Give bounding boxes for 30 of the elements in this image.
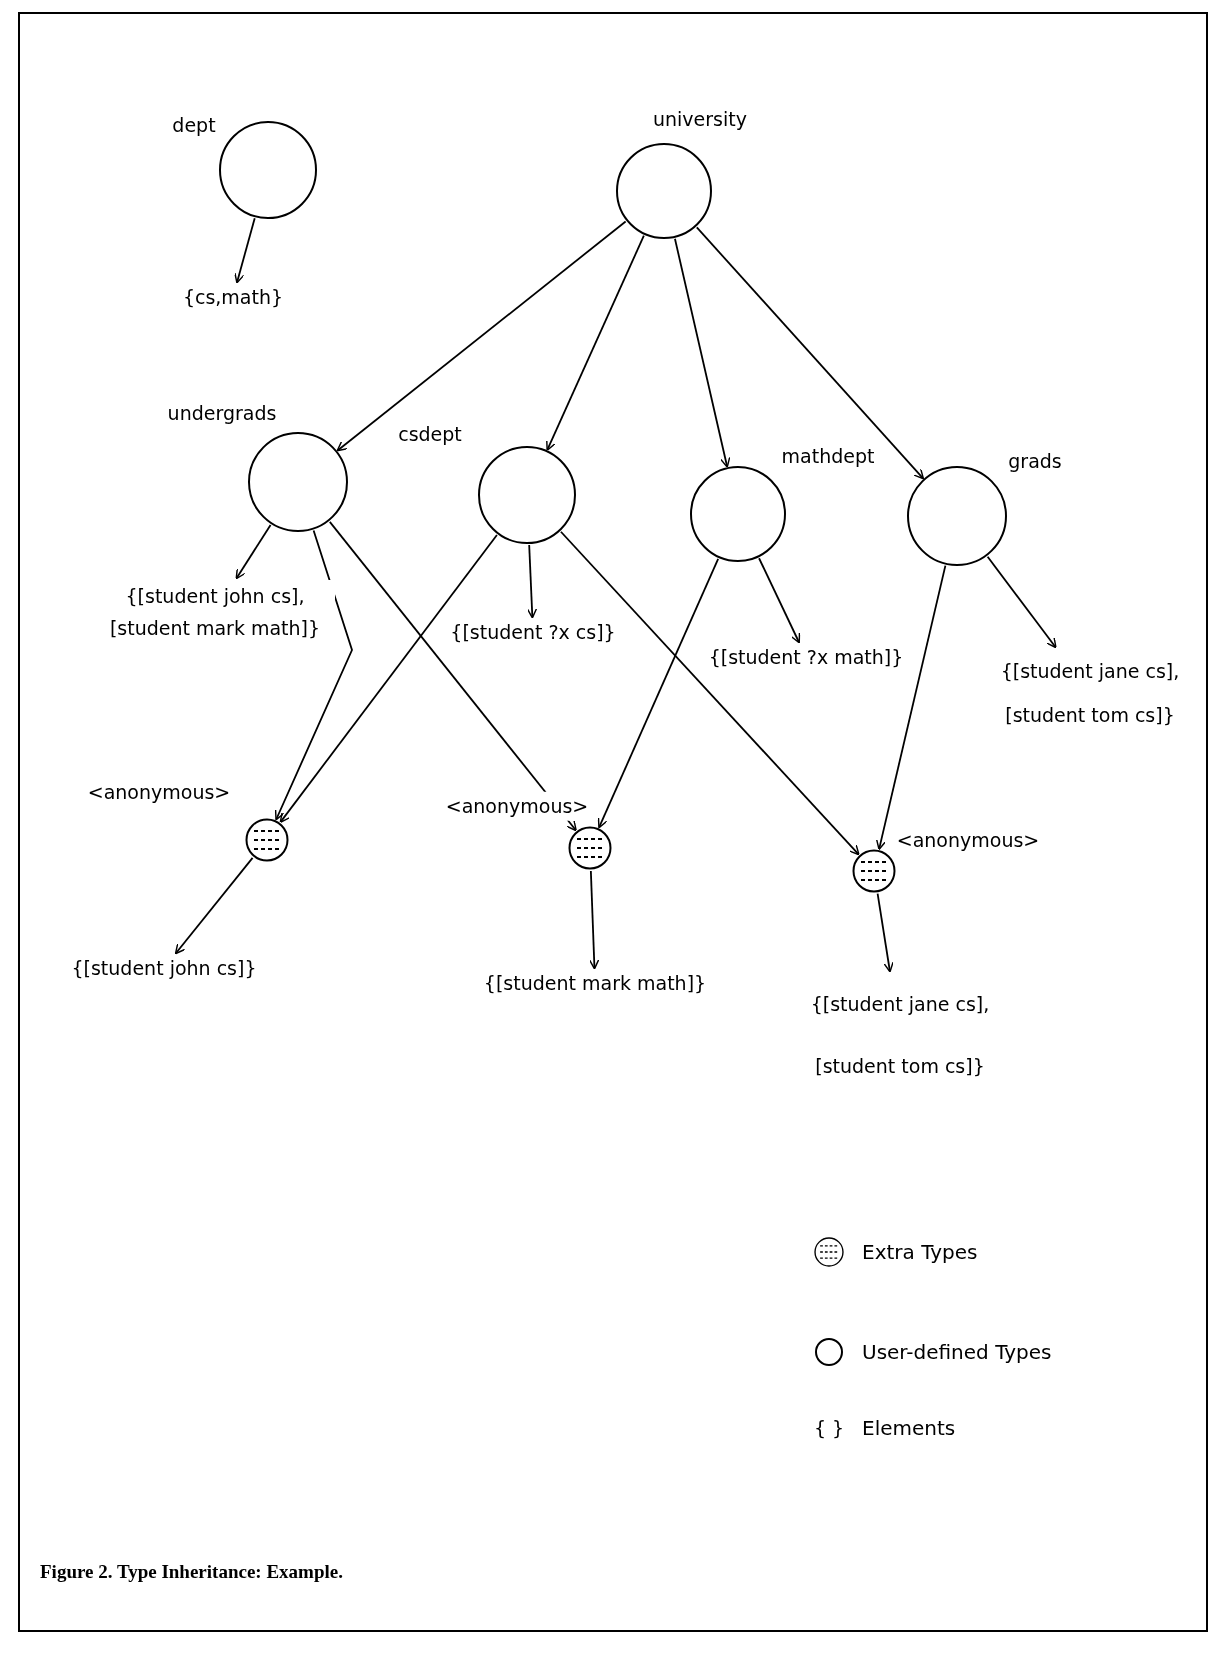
arrow: [876, 564, 947, 851]
figure-caption: Figure 2. Type Inheritance: Example.: [40, 1560, 343, 1584]
legend-text: User-defined Types: [862, 1339, 1052, 1366]
arrow: [235, 524, 272, 580]
arrow: [876, 892, 894, 973]
arrow: [174, 857, 254, 955]
element-set-text: {[student jane cs], [student tom cs]}: [999, 659, 1181, 728]
braces-symbol: { }: [813, 1415, 845, 1441]
element-set-text: {cs,math}: [181, 285, 285, 310]
element-set-text: {[student ?x math]}: [707, 645, 905, 670]
arrow: [674, 237, 731, 468]
arrow: [560, 530, 860, 856]
element-set-text: {[student john cs], [student mark math]}: [108, 584, 322, 641]
element-set-text: {[student jane cs], [student tom cs]}: [809, 992, 991, 1079]
arrow: [695, 226, 925, 480]
arrow: [758, 557, 801, 644]
arrow: [986, 555, 1057, 649]
element-set-text: {[student mark math]}: [482, 971, 708, 996]
arrow: [546, 234, 645, 451]
element-set-text: {[student john cs]}: [70, 956, 258, 981]
element-set-text: {[student ?x cs]}: [449, 620, 617, 645]
legend-text: Extra Types: [862, 1239, 978, 1266]
arrow: [526, 544, 538, 619]
arrow: [328, 520, 577, 832]
arrow: [588, 870, 600, 970]
arrow: [597, 557, 720, 829]
arrow: [279, 534, 498, 824]
arrow: [336, 220, 627, 452]
arrow: [234, 217, 256, 284]
legend-text: Elements: [862, 1415, 956, 1442]
